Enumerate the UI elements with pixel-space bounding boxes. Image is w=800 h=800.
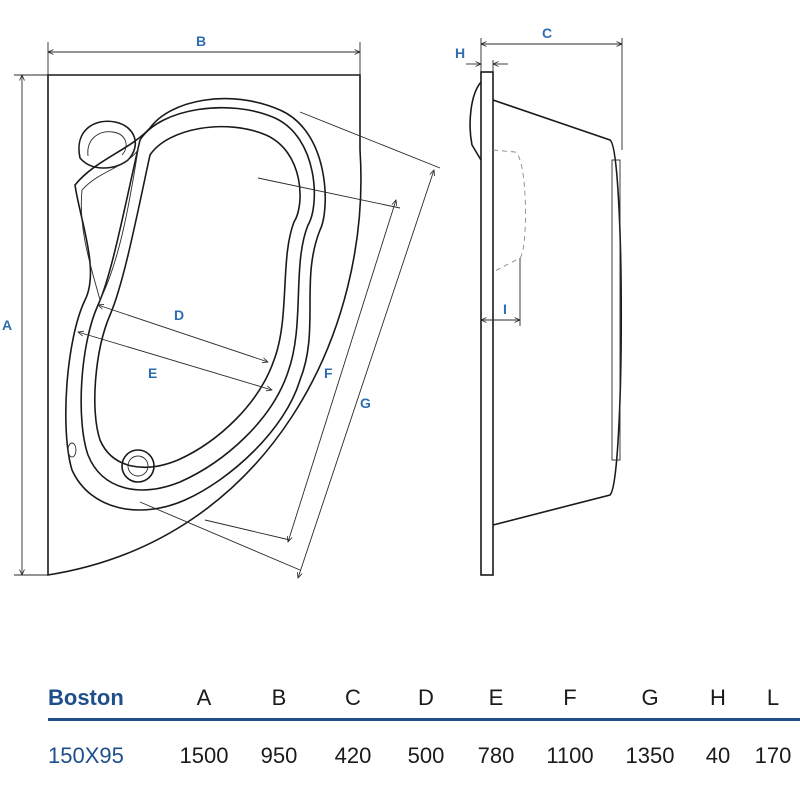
top-view: B A D E F G [2,33,441,578]
value-g: 1350 [625,743,675,768]
value-f: 1100 [546,743,594,768]
dimension-line-g [298,170,434,578]
drain [121,449,155,483]
dimension-line-f [288,200,396,542]
header-f: F [530,678,610,721]
dimension-line-e [78,332,272,390]
table-header-row: Boston A B C D E F G H L [48,678,800,721]
tub-outline-top [47,74,362,576]
label-f: F [324,365,333,381]
dimensions-table: Boston A B C D E F G H L 150X95 1500 950… [48,678,800,791]
headrest [78,120,137,169]
label-a: A [2,317,12,333]
header-d: D [390,678,462,721]
tub-body-profile [492,99,623,526]
header-c: C [316,678,390,721]
table-row: 150X95 1500 950 420 500 780 1100 1350 40… [48,720,800,792]
value-e: 780 [477,743,515,768]
inner-basin-dashed [492,149,526,273]
label-d: D [174,307,184,323]
header-h: H [690,678,746,721]
size-cell: 150X95 [48,743,124,768]
header-e: E [462,678,530,721]
header-g: G [610,678,690,721]
bathtub-technical-drawing: B A D E F G C H I [2,25,800,640]
label-i: I [503,301,507,317]
value-a: 1500 [179,743,229,768]
model-name: Boston [48,678,166,721]
value-c: 420 [334,743,372,768]
armrest-left [80,149,139,302]
basin-inner-edge [94,125,301,468]
value-l: 170 [754,743,792,768]
label-g: G [360,395,371,411]
overflow [67,442,77,458]
header-b: B [242,678,316,721]
header-a: A [166,678,242,721]
side-view: C H I [455,25,623,576]
value-h: 40 [705,743,731,768]
label-c: C [542,25,552,41]
apron-edge [611,159,621,461]
value-d: 500 [407,743,445,768]
label-e: E [148,365,157,381]
header-l: L [746,678,800,721]
label-h: H [455,45,465,61]
value-b: 950 [260,743,298,768]
headrest-profile [469,81,482,161]
label-b: B [196,33,206,49]
rim-profile [480,71,494,576]
